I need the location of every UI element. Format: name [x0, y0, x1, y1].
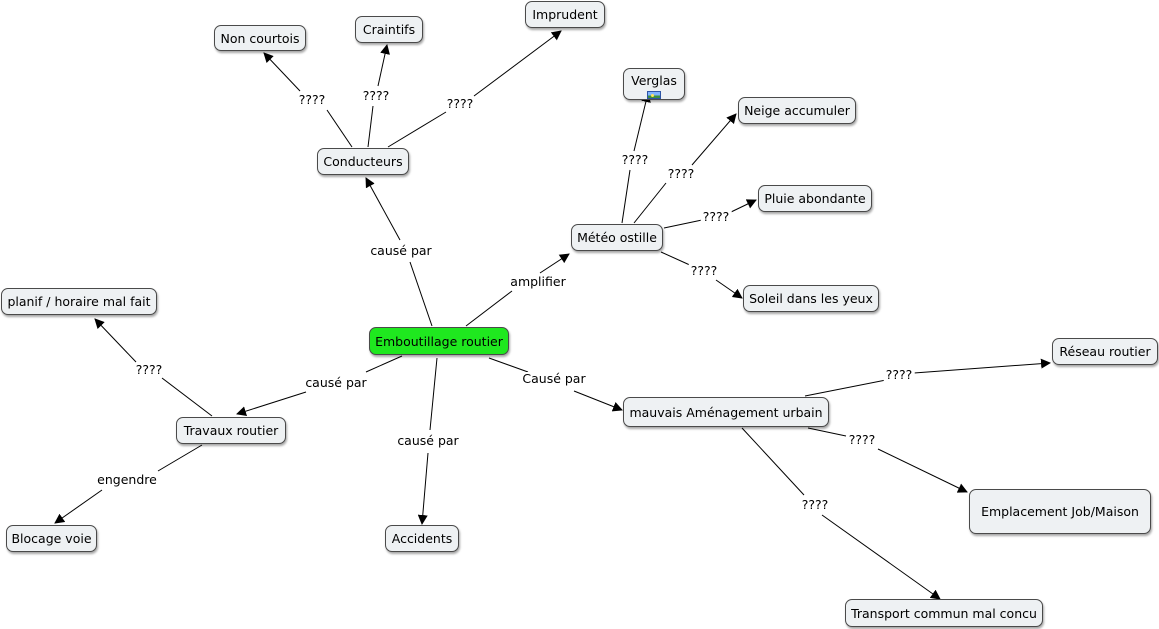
link-label-cause-travaux: causé par	[303, 375, 369, 390]
concept-mauvais-amenagement-urbain[interactable]: mauvais Aménagement urbain	[623, 397, 829, 427]
concept-label: Imprudent	[532, 7, 598, 22]
concept-imprudent[interactable]: Imprudent	[525, 1, 605, 28]
concept-label: Soleil dans les yeux	[749, 291, 873, 306]
concept-label: mauvais Aménagement urbain	[629, 404, 823, 420]
concept-label: Travaux routier	[183, 423, 279, 438]
link-label-q-emplacement: ????	[846, 432, 878, 447]
concept-neige-accumuler[interactable]: Neige accumuler	[738, 97, 856, 124]
concept-meteo-ostille[interactable]: Météo ostille	[571, 224, 663, 251]
concept-label: Blocage voie	[11, 531, 92, 546]
concept-reseau-routier[interactable]: Réseau routier	[1052, 338, 1158, 365]
concept-label: Non courtois	[220, 30, 300, 46]
concept-conducteurs[interactable]: Conducteurs	[317, 148, 409, 175]
link-label-q-soleil: ????	[688, 263, 720, 278]
concept-label: Transport commun mal concu	[851, 605, 1037, 621]
link-label-amplifier: amplifier	[508, 274, 568, 289]
concept-label: planif / horaire mal fait	[7, 294, 151, 309]
concept-non-courtois[interactable]: Non courtois	[214, 25, 306, 51]
concept-label: Neige accumuler	[744, 103, 850, 118]
concept-label: Pluie abondante	[764, 191, 866, 206]
concept-craintifs[interactable]: Craintifs	[355, 16, 423, 43]
link-label-q-planif: ????	[133, 362, 165, 377]
link-label-q-transport: ????	[799, 497, 831, 512]
link-label-cause-conducteurs: causé par	[368, 243, 434, 258]
concept-label: Emplacement Job/Maison	[981, 504, 1139, 519]
concept-label: Emboutillage routier	[375, 333, 503, 349]
link-label-q-imprudent: ????	[444, 96, 476, 111]
link-label-cause-accidents: causé par	[395, 433, 461, 448]
link-label-engendre: engendre	[95, 472, 159, 487]
image-icon[interactable]	[647, 91, 661, 99]
link-label-q-pluie: ????	[700, 209, 732, 224]
concept-soleil-dans-les-yeux[interactable]: Soleil dans les yeux	[743, 285, 879, 312]
concept-emboutillage-routier[interactable]: Emboutillage routier	[369, 327, 509, 355]
link-label-cause-amenagement: Causé par	[520, 371, 588, 386]
concept-label: Accidents	[391, 531, 453, 546]
concept-label: Verglas	[631, 73, 677, 88]
concept-pluie-abondante[interactable]: Pluie abondante	[758, 185, 872, 212]
concept-label: Craintifs	[362, 22, 416, 37]
concept-planif-horaire[interactable]: planif / horaire mal fait	[1, 288, 157, 315]
concept-blocage-voie[interactable]: Blocage voie	[6, 525, 97, 552]
link-label-q-verglas: ????	[619, 152, 651, 167]
concept-label: Réseau routier	[1059, 344, 1151, 359]
concept-verglas[interactable]: Verglas	[623, 68, 685, 100]
link-label-q-neige: ????	[665, 166, 697, 181]
concept-label: Météo ostille	[577, 230, 657, 245]
link-label-q-non-courtois: ????	[296, 92, 328, 107]
concept-label: Conducteurs	[323, 154, 403, 169]
link-label-q-craintifs: ????	[360, 88, 392, 103]
concept-accidents[interactable]: Accidents	[385, 525, 459, 552]
concept-emplacement-job-maison[interactable]: Emplacement Job/Maison	[969, 489, 1151, 534]
link-label-q-reseau: ????	[883, 367, 915, 382]
concept-travaux-routier[interactable]: Travaux routier	[176, 417, 286, 444]
concept-transport-commun[interactable]: Transport commun mal concu	[845, 599, 1043, 627]
